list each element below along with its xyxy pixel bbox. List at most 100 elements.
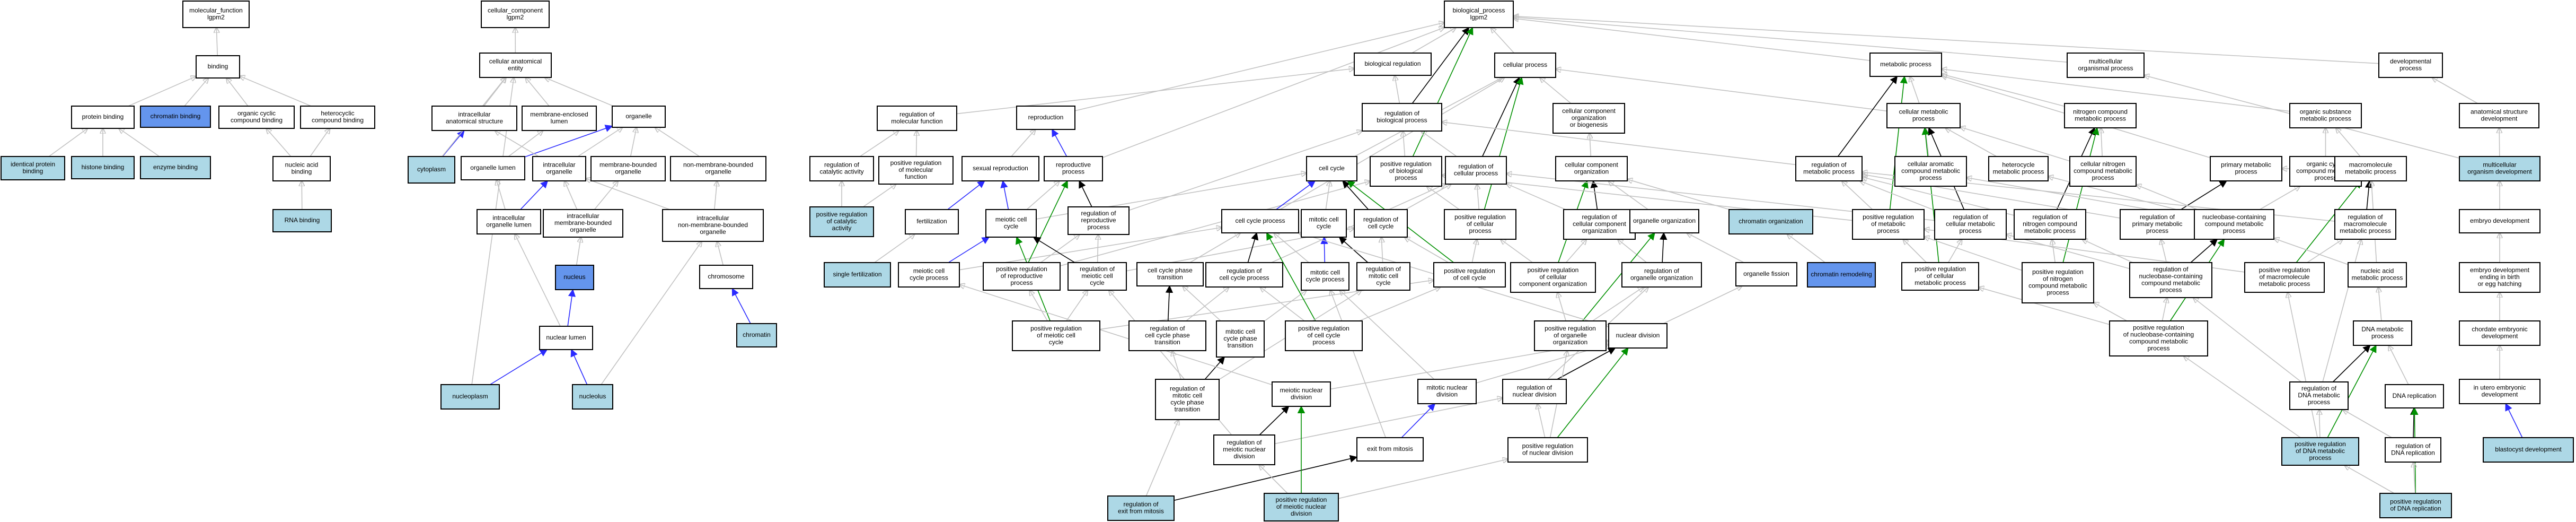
- node-singlefert[interactable]: single fertilization: [824, 262, 891, 288]
- node-regnucbase[interactable]: regulation ofnucleobase-containingcompou…: [2129, 262, 2212, 298]
- node-metproc[interactable]: metabolic process: [1869, 53, 1942, 77]
- node-nucleolus[interactable]: nucleolus: [572, 384, 613, 410]
- node-bioreg[interactable]: biological regulation: [1354, 53, 1432, 76]
- node-nucdiv[interactable]: nuclear division: [1608, 323, 1668, 349]
- node-nucleus[interactable]: nucleus: [555, 265, 594, 290]
- node-binding[interactable]: binding: [196, 55, 240, 79]
- node-exitmit[interactable]: exit from mitosis: [1356, 437, 1424, 462]
- node-orgorg[interactable]: organelle organization: [1629, 209, 1699, 233]
- node-chrremod[interactable]: chromatin remodeling: [1807, 262, 1876, 288]
- node-orgfission[interactable]: organelle fission: [1735, 262, 1797, 286]
- node-reproduction[interactable]: reproduction: [1016, 106, 1075, 130]
- node-cellcycle[interactable]: cell cycle: [1306, 156, 1357, 181]
- node-ccproc[interactable]: cell cycle process: [1221, 209, 1299, 233]
- node-blastdev[interactable]: blastocyst development: [2483, 437, 2574, 463]
- node-fert[interactable]: fertilization: [905, 209, 959, 234]
- node-chrorg[interactable]: chromatin organization: [1728, 209, 1813, 234]
- node-sexrep[interactable]: sexual reproduction: [961, 156, 1039, 181]
- node-icnmborg[interactable]: intracellularnon-membrane-boundedorganel…: [662, 209, 764, 242]
- node-nucleoplasm[interactable]: nucleoplasm: [440, 384, 500, 410]
- node-cellproc[interactable]: cellular process: [1494, 53, 1556, 78]
- node-orglumen[interactable]: organelle lumen: [461, 156, 525, 180]
- node-chromatin[interactable]: chromatin: [736, 323, 777, 347]
- node-histbind[interactable]: histone binding: [71, 156, 135, 179]
- node-cytoplasm[interactable]: cytoplasm: [408, 156, 455, 184]
- node-rnabind[interactable]: RNA binding: [272, 209, 332, 232]
- node-enzbind[interactable]: enzyme binding: [140, 156, 211, 179]
